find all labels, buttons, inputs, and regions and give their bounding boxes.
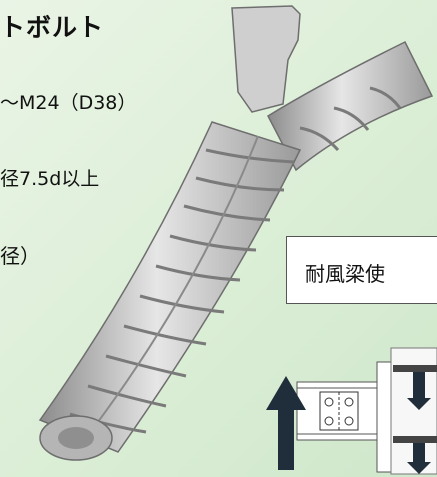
size-range-text: ～M24（D38） [0, 92, 137, 114]
slide-heading: トボルト [0, 13, 105, 42]
bolt-shaft [38, 121, 302, 453]
bolt-ribs [69, 86, 402, 434]
bolt-plate [231, 5, 301, 113]
usage-label-box: 耐風梁使 [286, 236, 437, 304]
bolt-branch-right [267, 40, 434, 172]
usage-label: 耐風梁使 [305, 262, 385, 286]
up-arrow-icon [266, 376, 306, 470]
diameter-note-text: 径） [0, 244, 40, 268]
joint-detail-diagram [296, 347, 437, 475]
length-spec-text: 径7.5d以上 [0, 168, 100, 190]
